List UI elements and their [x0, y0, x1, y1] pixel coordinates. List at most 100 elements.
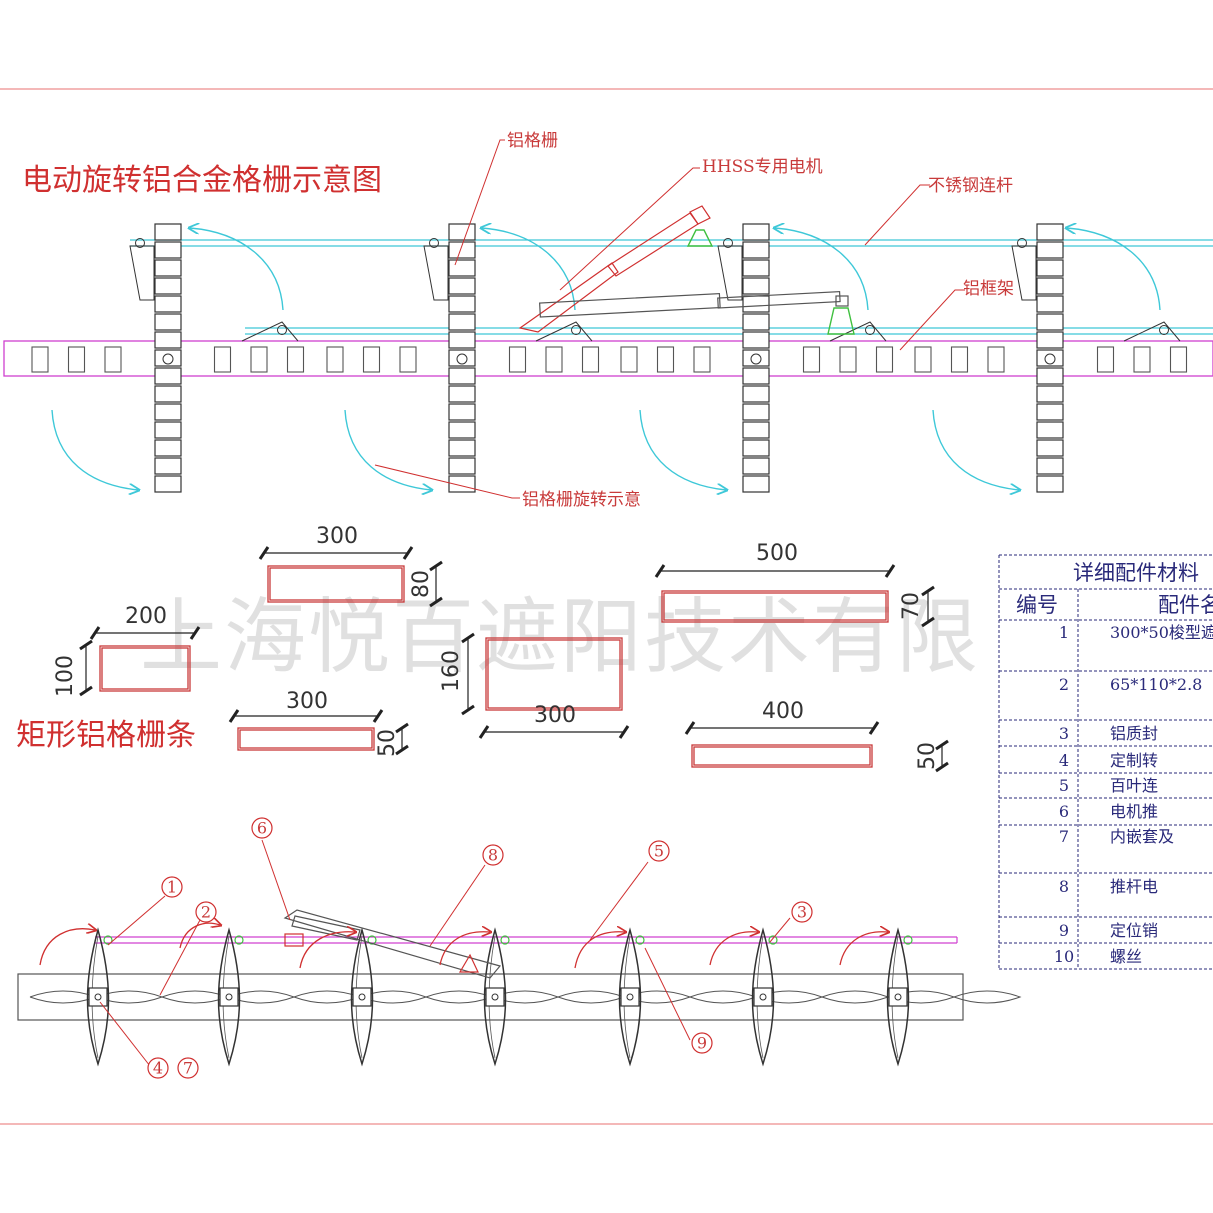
blade-segment	[1036, 475, 1064, 493]
part-marker-circle	[482, 844, 504, 866]
callout-leaders	[374, 139, 965, 499]
rotation-arrows	[51, 228, 1161, 490]
dim-label: 300	[316, 524, 358, 549]
table-row-no: 1	[1059, 623, 1069, 642]
blade-segment	[1036, 241, 1064, 259]
hinge-pin	[277, 325, 287, 335]
blade-segment	[1036, 277, 1064, 295]
blade-segment	[742, 403, 770, 421]
frame-rail-cells	[31, 346, 1188, 373]
blade-segment	[742, 331, 770, 349]
section-title: 矩形铝格栅条	[16, 718, 196, 753]
louver-blade	[483, 927, 507, 1067]
blade-segment	[1036, 385, 1064, 403]
part-marker-circle	[691, 1032, 713, 1054]
rotation-arrow	[775, 228, 869, 311]
blade-segment	[448, 349, 476, 367]
pivot-pin	[1044, 353, 1056, 365]
blade-segment	[1036, 349, 1064, 367]
profile-rect	[661, 590, 889, 623]
blade-segment	[154, 475, 182, 493]
dim-label: 100	[53, 655, 78, 697]
hinge-bracket	[241, 321, 299, 342]
louver-hub-pin	[626, 993, 634, 1001]
louver-hub-pin	[894, 993, 902, 1001]
dim-label: 160	[439, 650, 464, 692]
part-marker-label: 4	[153, 1059, 163, 1078]
diagram-title: 电动旋转铝合金格栅示意图	[22, 163, 382, 198]
rotation-arrow	[932, 409, 1019, 490]
bottom-frame-rail	[17, 973, 964, 1021]
hinge-pin	[571, 325, 581, 335]
rail-cell	[31, 346, 49, 373]
table-row-name: 螺丝	[1110, 947, 1142, 966]
blade-segment	[448, 439, 476, 457]
rail-cell	[581, 346, 600, 373]
motor-actuator-lower	[539, 290, 849, 318]
rail-cell	[914, 346, 932, 373]
dimension-lines	[79, 546, 949, 773]
rotation-arrow	[190, 228, 284, 311]
profile-rect	[237, 727, 375, 751]
table-row-name: 定制转	[1110, 751, 1158, 770]
blade-segment	[1036, 421, 1064, 439]
blade-segment	[154, 241, 182, 259]
pivot-pin	[162, 353, 174, 365]
table-row-no: 9	[1059, 921, 1069, 940]
rotation-arrow	[344, 409, 431, 490]
hinge-bracket	[129, 245, 155, 301]
part-marker-circle	[177, 1057, 199, 1079]
part-marker-label: 3	[797, 903, 807, 922]
hinge-bracket	[1123, 321, 1181, 342]
rail-cell	[839, 346, 857, 373]
marker-leaders	[99, 839, 791, 1067]
blade-segment	[1036, 313, 1064, 331]
link-pin	[103, 935, 113, 945]
louver-hub-pin	[358, 993, 366, 1001]
rotation-arrow	[51, 409, 138, 490]
dim-label: 80	[409, 570, 434, 598]
rail-cell	[545, 346, 563, 373]
blade-segment	[742, 313, 770, 331]
table-row-no: 5	[1059, 776, 1069, 795]
table-row-no: 7	[1059, 827, 1069, 846]
rotation-arrow	[1067, 228, 1161, 311]
blade-segment	[1036, 223, 1064, 241]
parts-table-col-no: 编号	[1016, 593, 1058, 617]
rail-cell	[250, 346, 268, 373]
louver-hub	[485, 987, 505, 1007]
louver-hub	[219, 987, 239, 1007]
rail-cell	[802, 346, 821, 373]
rail-cell	[326, 346, 344, 373]
callout-frame: 铝框架	[963, 279, 1014, 299]
part-marker-circle	[251, 817, 273, 839]
hinge-bracket	[1011, 245, 1037, 301]
dim-label: 400	[762, 699, 804, 724]
table-row-no: 10	[1054, 947, 1074, 966]
table-row-name: 百叶连	[1110, 776, 1158, 795]
pivot-pin	[456, 353, 468, 365]
louver-hub	[88, 987, 108, 1007]
blade-segment	[448, 331, 476, 349]
dim-label: 50	[375, 729, 400, 757]
dim-label: 50	[915, 742, 940, 770]
blade-segment	[154, 367, 182, 385]
hinge-bracket	[423, 245, 449, 301]
blade-segment	[1036, 403, 1064, 421]
motor-actuator-upper	[518, 205, 711, 333]
blade-segment	[154, 295, 182, 313]
blade-segment	[742, 349, 770, 367]
louver-blade	[618, 927, 642, 1067]
link-pin	[768, 935, 778, 945]
hinge-pin	[1159, 325, 1169, 335]
blade-segment	[154, 277, 182, 295]
hinge-pin	[723, 238, 733, 248]
rail-cell	[693, 346, 711, 373]
rail-cell	[67, 346, 86, 373]
louver-hub	[620, 987, 640, 1007]
link-pin	[635, 935, 645, 945]
blade-segment	[742, 475, 770, 493]
link-pin	[903, 935, 913, 945]
blade-segment	[742, 439, 770, 457]
blade-segment	[742, 259, 770, 277]
